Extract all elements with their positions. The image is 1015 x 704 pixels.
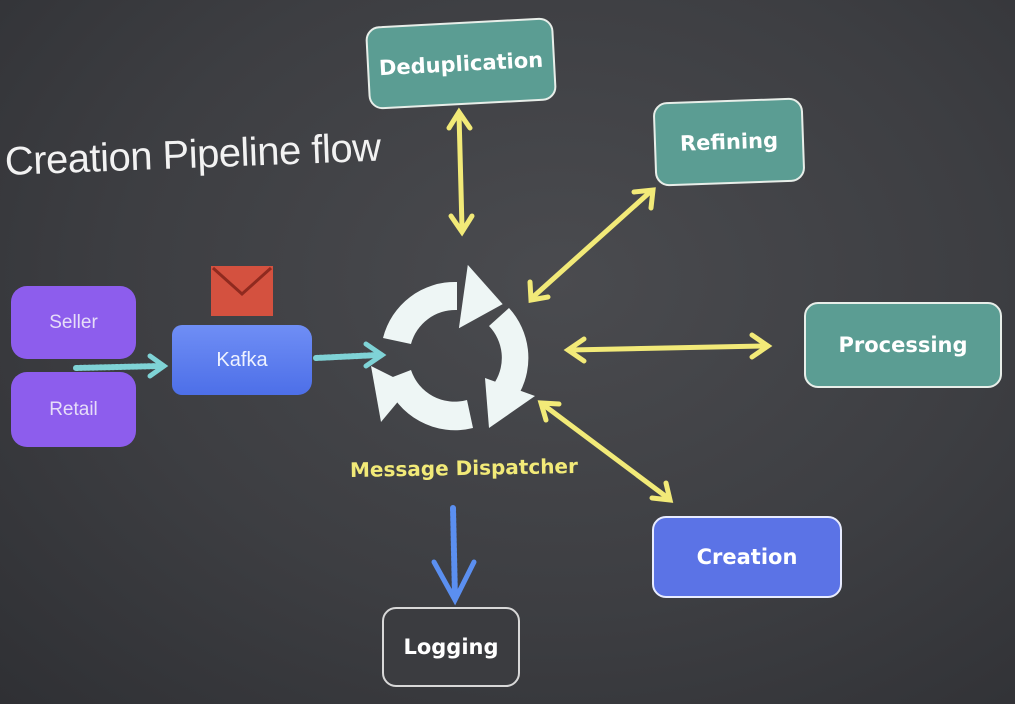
kafka-to-dispatcher-arrow [313,341,387,369]
logging-label: Logging [403,635,499,659]
seller-label: Seller [49,311,98,333]
dispatcher-processing-arrow [563,332,773,364]
kafka-label: Kafka [216,348,268,371]
dispatcher-logging-arrow [431,505,477,606]
retail-box: Retail [11,372,136,447]
logging-box: Logging [382,607,520,687]
creation-box: Creation [652,516,842,598]
envelope-icon [211,266,273,316]
cycle-arrows-icon [371,264,535,431]
dispatcher-refining-arrow [527,187,656,303]
processing-label: Processing [838,333,968,357]
kafka-queue: Kafka [172,325,312,395]
dispatcher-deduplication-arrow [446,107,475,237]
dispatcher-creation-arrow [537,400,674,503]
creation-label: Creation [696,545,798,569]
retail-label: Retail [49,398,98,420]
seller-box: Seller [11,286,136,359]
source-to-kafka-arrow [73,353,169,379]
processing-box: Processing [804,302,1002,388]
